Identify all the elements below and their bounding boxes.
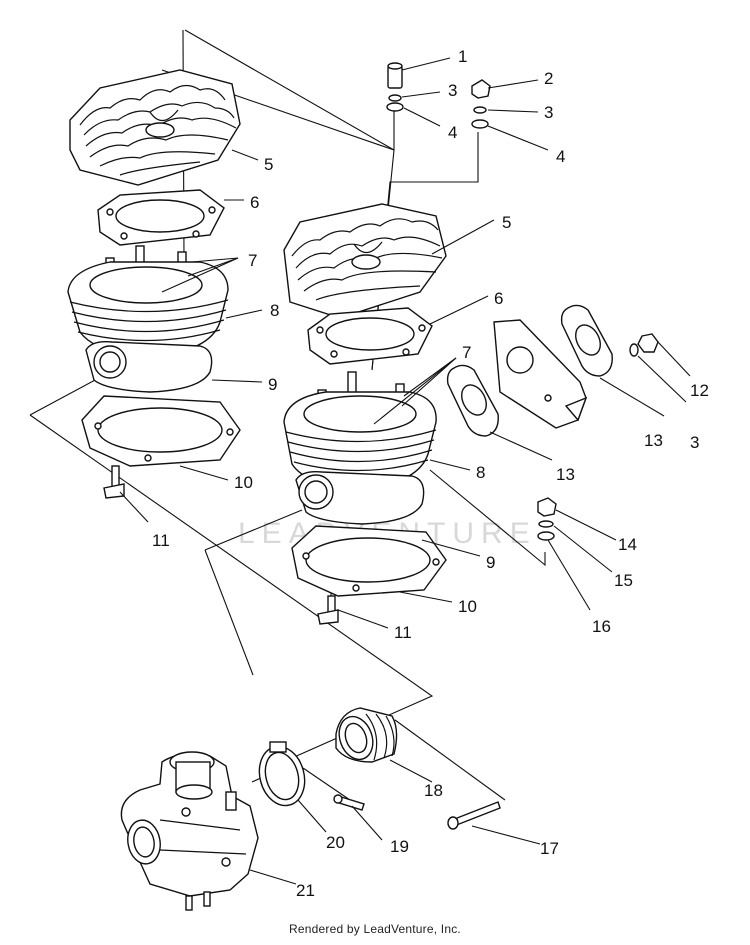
callout-8: 8 xyxy=(476,463,485,482)
top-fasteners xyxy=(386,62,491,129)
base-gasket-right xyxy=(291,525,447,597)
callout-15: 15 xyxy=(614,571,633,590)
cylinder-head-left xyxy=(69,69,241,186)
footer-credit: Rendered by LeadVenture, Inc. xyxy=(289,922,461,936)
head-gasket-left xyxy=(97,189,225,246)
callout-3: 3 xyxy=(544,103,553,122)
carburetor xyxy=(120,751,259,911)
callout-5: 5 xyxy=(502,213,511,232)
callouts: 1 2 3 3 4 4 5 5 6 6 7 7 8 8 9 9 10 10 11… xyxy=(152,47,709,900)
callout-3: 3 xyxy=(448,81,457,100)
callout-10: 10 xyxy=(458,597,477,616)
callout-21: 21 xyxy=(296,881,315,900)
callout-20: 20 xyxy=(326,833,345,852)
callout-3: 3 xyxy=(690,433,699,452)
cylinder-head-right xyxy=(283,203,447,319)
callout-6: 6 xyxy=(250,193,259,212)
callout-10: 10 xyxy=(234,473,253,492)
head-gasket-right xyxy=(307,307,433,365)
callout-8: 8 xyxy=(270,301,279,320)
leader-lines xyxy=(119,57,691,885)
cylinder-left xyxy=(67,245,229,393)
callout-4: 4 xyxy=(448,123,457,142)
callout-1: 1 xyxy=(458,47,467,66)
fitting-left xyxy=(103,465,125,499)
callout-17: 17 xyxy=(540,839,559,858)
exhaust-gasket-upper xyxy=(560,304,613,377)
callout-5: 5 xyxy=(264,155,273,174)
callout-7: 7 xyxy=(248,251,257,270)
exhaust-gasket-lower xyxy=(446,364,499,437)
callout-9: 9 xyxy=(486,553,495,572)
callout-9: 9 xyxy=(268,375,277,394)
callout-4: 4 xyxy=(556,147,565,166)
base-gasket-left xyxy=(81,395,241,467)
callout-11: 11 xyxy=(394,623,412,642)
callout-13: 13 xyxy=(644,431,663,450)
callout-13: 13 xyxy=(556,465,575,484)
cylinder-right xyxy=(283,371,437,525)
callout-7: 7 xyxy=(462,343,471,362)
callout-19: 19 xyxy=(390,837,409,856)
callout-2: 2 xyxy=(544,69,553,88)
hose-clamp xyxy=(258,741,306,807)
screw-19 xyxy=(333,794,365,811)
screw-17 xyxy=(447,801,501,830)
callout-18: 18 xyxy=(424,781,443,800)
callout-6: 6 xyxy=(494,289,503,308)
exhaust-bracket xyxy=(493,319,588,429)
callout-16: 16 xyxy=(592,617,611,636)
callout-12: 12 xyxy=(690,381,709,400)
intake-boot xyxy=(335,707,398,763)
nut-and-washer-right xyxy=(629,333,659,357)
stud-nut-washers xyxy=(537,497,557,541)
callout-11: 11 xyxy=(152,531,170,550)
callout-14: 14 xyxy=(618,535,637,554)
fitting-right xyxy=(317,595,339,625)
